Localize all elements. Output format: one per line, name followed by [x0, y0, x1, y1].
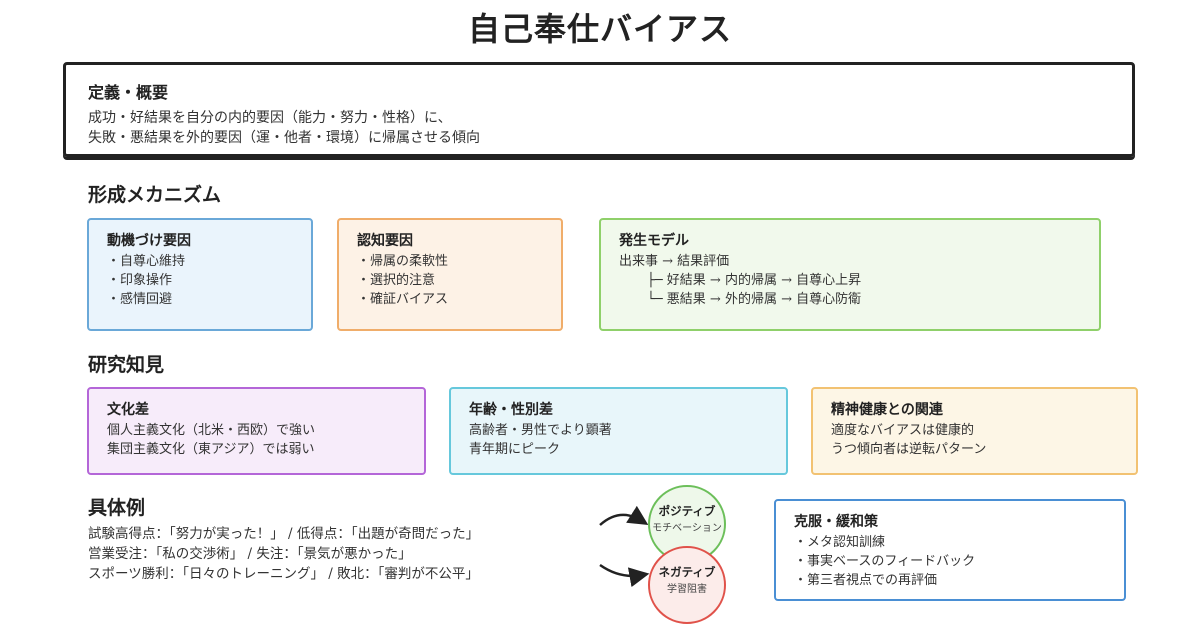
- motivation-card: 動機づけ要因 ・自尊心維持 ・印象操作 ・感情回避: [87, 218, 313, 331]
- cognitive-item: ・帰属の柔軟性: [357, 254, 449, 269]
- positive-sub: モチベーション: [652, 523, 722, 534]
- motivation-item: ・印象操作: [107, 273, 173, 288]
- positive-arrow: [599, 505, 649, 526]
- culture-line: 集団主義文化（東アジア）では弱い: [107, 442, 315, 457]
- model-card: 発生モデル 出来事 → 結果評価 ├─ 好結果 → 内的帰属 → 自尊心上昇 └…: [599, 218, 1101, 331]
- example-line: 営業受注：「私の交渉術」 / 失注：「景気が悪かった」: [88, 546, 412, 562]
- negative-arrow: [599, 563, 650, 588]
- example-line: 試験高得点：「努力が実った！」 / 低得点：「出題が奇問だった」: [88, 526, 480, 542]
- mitigation-card: 克服・緩和策 ・メタ認知訓練 ・事実ベースのフィードバック ・第三者視点での再評…: [774, 499, 1126, 601]
- definition-line: 成功・好結果を自分の内的要因（能力・努力・性格）に、: [88, 110, 452, 126]
- cognitive-item: ・確証バイアス: [357, 292, 449, 307]
- culture-line: 個人主義文化（北米・西欧）で強い: [107, 423, 316, 438]
- negative-sub: 学習阻害: [667, 584, 707, 595]
- example-line: スポーツ勝利：「日々のトレーニング」 / 敗北：「審判が不公平」: [88, 566, 479, 582]
- definition-line: 失敗・悪結果を外的要因（運・他者・環境）に帰属させる傾向: [88, 130, 480, 146]
- mitigation-title: 克服・緩和策: [794, 514, 878, 530]
- motivation-title: 動機づけ要因: [107, 233, 191, 249]
- motivation-item: ・自尊心維持: [107, 254, 186, 269]
- examples-heading: 具体例: [88, 497, 146, 519]
- cognitive-item: ・選択的注意: [357, 273, 436, 288]
- model-branch-bad: └─ 悪結果 → 外的帰属 → 自尊心防衛: [647, 292, 862, 307]
- mental-health-line: うつ傾向者は逆転パターン: [831, 442, 987, 457]
- research-heading: 研究知見: [88, 354, 165, 376]
- cognitive-title: 認知要因: [357, 233, 413, 249]
- negative-effect-circle: ネガティブ 学習阻害: [648, 546, 726, 624]
- negative-label: ネガティブ: [658, 565, 716, 579]
- mitigation-item: ・メタ認知訓練: [794, 535, 886, 550]
- mental-health-card: 精神健康との関連 適度なバイアスは健康的 うつ傾向者は逆転パターン: [811, 387, 1138, 475]
- age-gender-line: 高齢者・男性でより顕著: [469, 423, 612, 438]
- model-line: 出来事 → 結果評価: [619, 254, 730, 269]
- model-title: 発生モデル: [619, 233, 689, 249]
- page-title: 自己奉仕バイアス: [467, 10, 732, 48]
- mitigation-item: ・第三者視点での再評価: [794, 573, 938, 588]
- age-gender-card: 年齢・性別差 高齢者・男性でより顕著 青年期にピーク: [449, 387, 788, 475]
- culture-card: 文化差 個人主義文化（北米・西欧）で強い 集団主義文化（東アジア）では弱い: [87, 387, 426, 475]
- model-branch-good: ├─ 好結果 → 内的帰属 → 自尊心上昇: [647, 273, 862, 288]
- mechanisms-heading: 形成メカニズム: [88, 184, 222, 206]
- mitigation-item: ・事実ベースのフィードバック: [794, 554, 976, 569]
- positive-label: ポジティブ: [658, 504, 716, 518]
- definition-box: 定義・概要 成功・好結果を自分の内的要因（能力・努力・性格）に、 失敗・悪結果を…: [63, 62, 1135, 157]
- age-gender-line: 青年期にピーク: [469, 442, 561, 457]
- mental-health-line: 適度なバイアスは健康的: [831, 423, 975, 438]
- motivation-item: ・感情回避: [107, 292, 173, 307]
- culture-title: 文化差: [107, 402, 149, 418]
- mental-health-title: 精神健康との関連: [831, 402, 943, 418]
- cycle-arrows: [599, 505, 650, 588]
- definition-heading: 定義・概要: [88, 83, 169, 102]
- age-gender-title: 年齢・性別差: [469, 402, 553, 418]
- cognitive-card: 認知要因 ・帰属の柔軟性 ・選択的注意 ・確証バイアス: [337, 218, 563, 331]
